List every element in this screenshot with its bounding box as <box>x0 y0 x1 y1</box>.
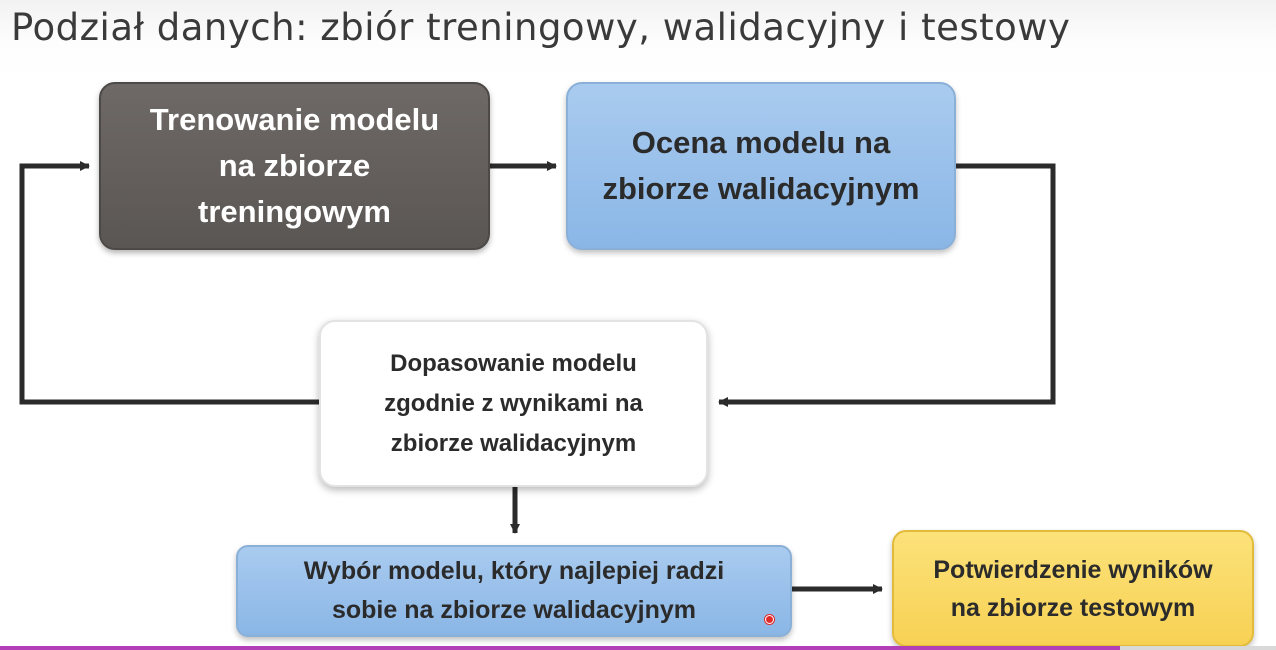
pointer-cursor <box>765 615 774 624</box>
box-model-adjustment: Dopasowanie modelu zgodnie z wynikami na… <box>319 320 708 487</box>
title-band <box>0 0 1276 78</box>
box-validation-evaluation: Ocena modelu na zbiorze walidacyjnym <box>566 82 956 250</box>
player-progress-remaining[interactable] <box>1120 646 1276 650</box>
player-progress-bar[interactable] <box>0 646 1120 650</box>
box-training: Trenowanie modelu na zbiorze treningowym <box>99 82 490 250</box>
box-test-confirmation: Potwierdzenie wyników na zbiorze testowy… <box>892 530 1254 647</box>
arrow-adjust-to-train <box>19 161 319 405</box>
arrow-eval-to-adjust <box>718 163 1056 407</box>
slide-title: Podział danych: zbiór treningowy, walida… <box>11 6 1071 49</box>
box-model-selection: Wybór modelu, który najlepiej radzi sobi… <box>236 545 792 637</box>
